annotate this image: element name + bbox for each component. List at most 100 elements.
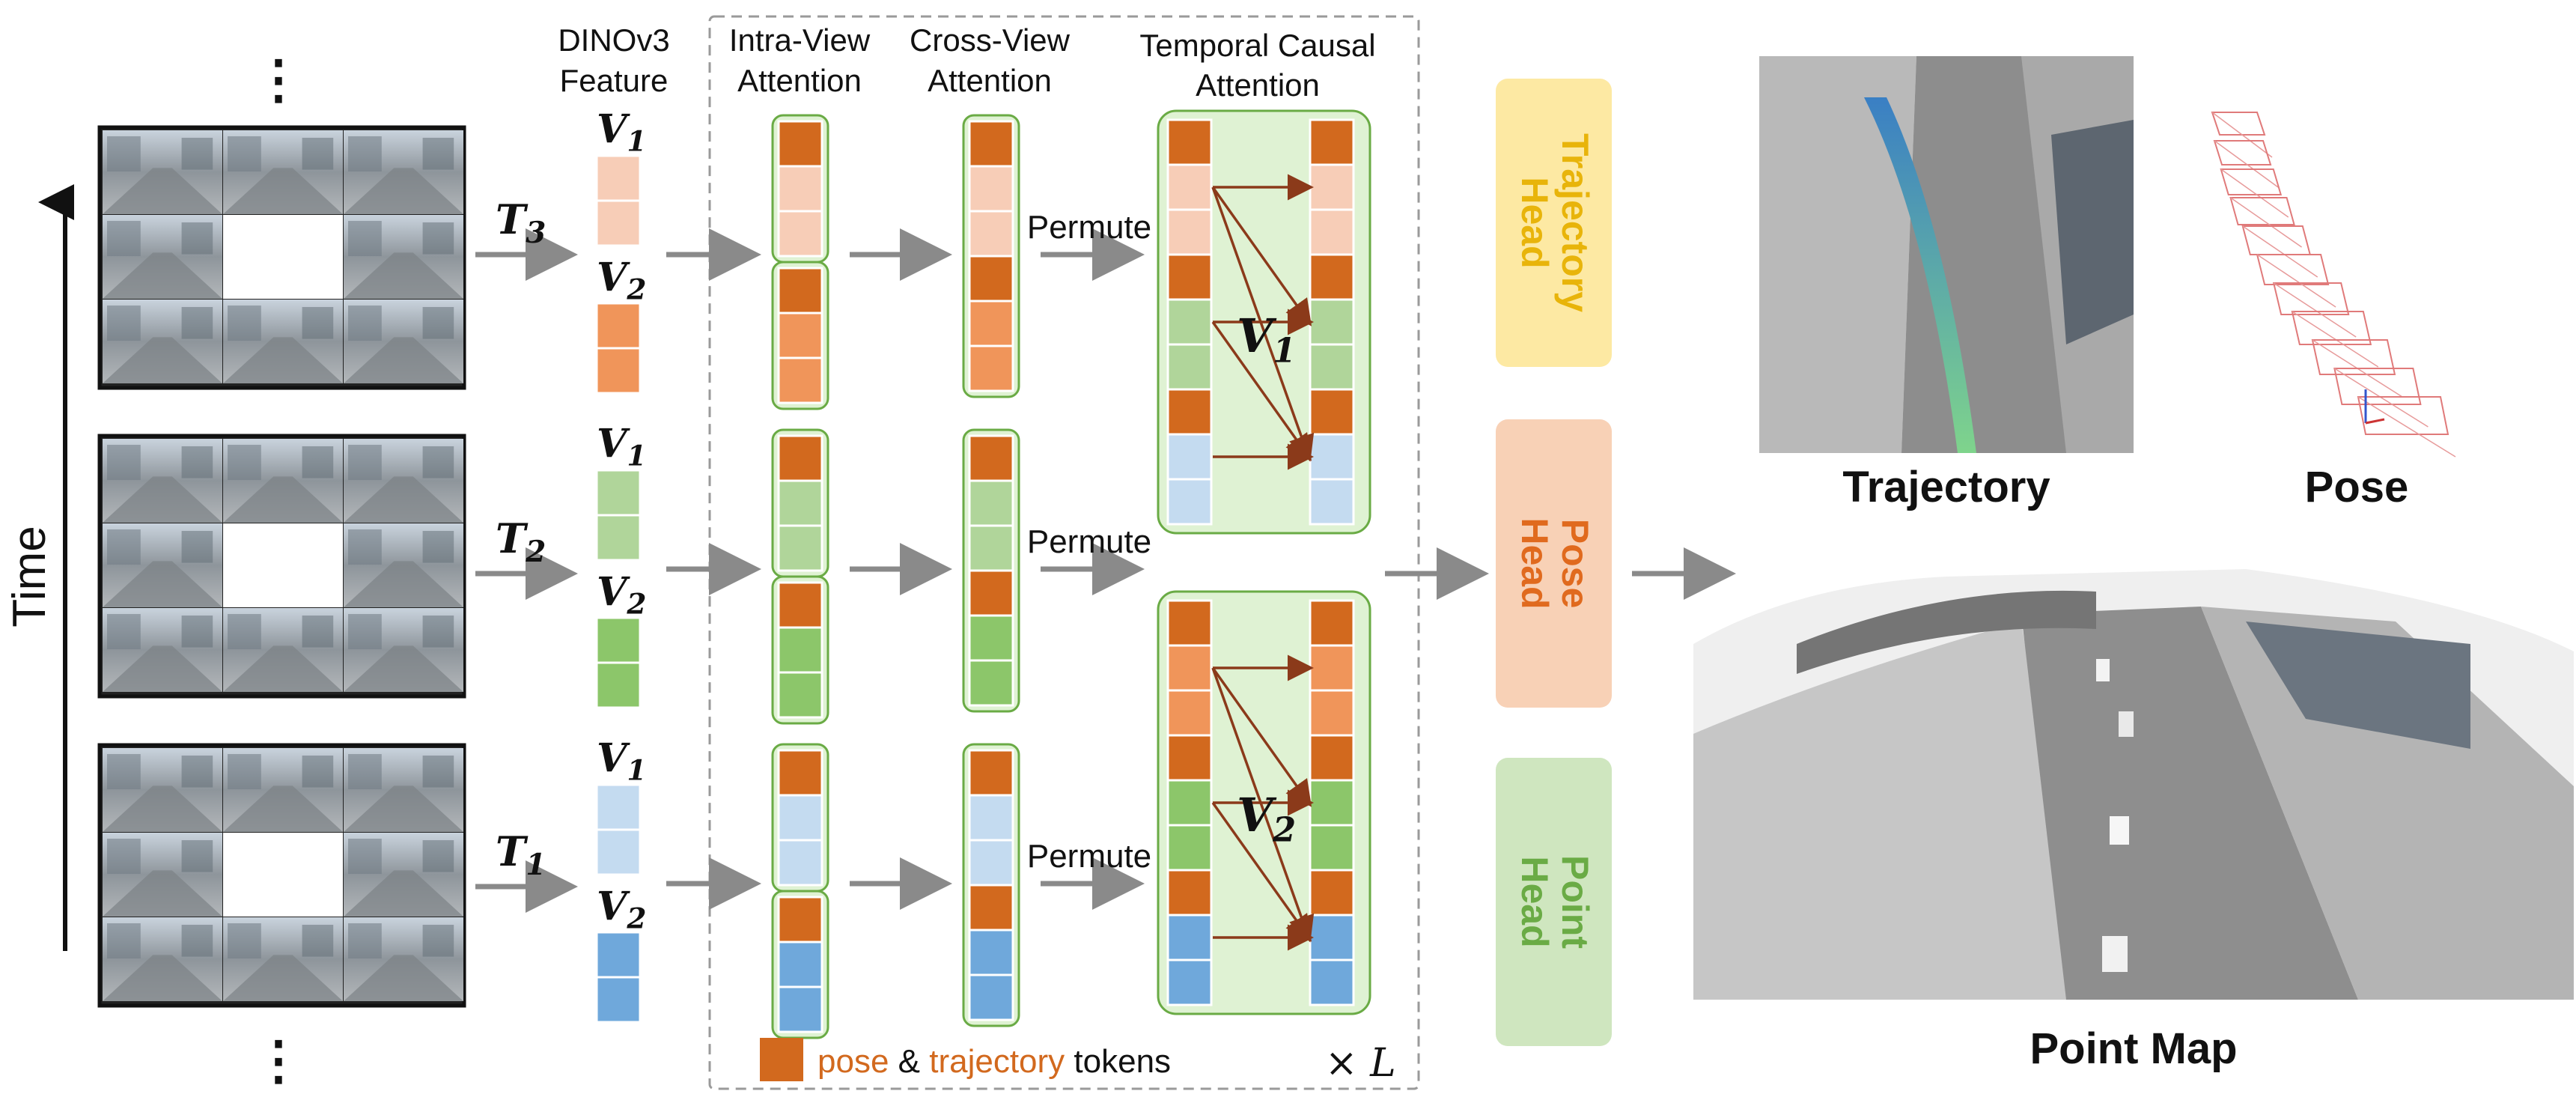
feature-token	[595, 199, 642, 247]
feature-token	[595, 347, 642, 395]
feature-token	[777, 626, 823, 674]
permute-label: Permute	[1027, 523, 1151, 560]
feature-token	[968, 659, 1014, 707]
causal-arrow	[1211, 320, 1312, 461]
feature-token	[595, 469, 642, 517]
feature-token	[777, 985, 823, 1033]
view-label-v1: V1	[597, 106, 646, 157]
cross-view-header: Cross-View Attention	[910, 22, 1071, 98]
legend-text: pose & trajectory tokens	[817, 1043, 1171, 1080]
pose-token	[1166, 253, 1213, 301]
temporal-header: Temporal Causal Attention	[1139, 28, 1375, 103]
pose-token	[777, 749, 823, 797]
causal-arrow	[1211, 186, 1312, 326]
feature-token	[1309, 208, 1355, 256]
point-map-output-label: Point Map	[2030, 1024, 2237, 1073]
pose-token	[1166, 599, 1213, 647]
svg-text:TrajectoryHead: TrajectoryHead	[1514, 133, 1596, 312]
pose-output-label: Pose	[2305, 463, 2409, 511]
feature-token	[595, 828, 642, 876]
legend-times-l: × L	[1325, 1041, 1396, 1086]
head-pose: PoseHead	[1496, 419, 1612, 708]
pose-token	[777, 581, 823, 629]
feature-token	[968, 839, 1014, 887]
view-label-v2: V2	[597, 569, 646, 620]
pose-token	[968, 749, 1014, 797]
pose-token	[968, 120, 1014, 168]
feature-token	[777, 839, 823, 887]
svg-text:Intra-View: Intra-View	[729, 22, 871, 58]
temporal-causal-block: V2	[1157, 590, 1371, 1015]
pose-token	[968, 434, 1014, 482]
feature-token	[777, 671, 823, 719]
pose-token	[777, 120, 823, 168]
masked-view	[223, 215, 343, 299]
legend-pose-token-swatch	[760, 1038, 803, 1081]
feature-token	[1166, 433, 1213, 481]
time-label: Time	[4, 526, 55, 627]
pose-token	[777, 267, 823, 315]
temporal-view-label-v1: V1	[1237, 309, 1296, 371]
feature-token	[595, 661, 642, 709]
cross-view-group	[962, 428, 1020, 713]
pose-frustums	[2211, 112, 2456, 458]
feature-token	[1166, 958, 1213, 1006]
pose-token	[1166, 388, 1213, 436]
feature-token	[968, 300, 1014, 347]
temporal-view-label-v2: V2	[1237, 788, 1296, 850]
trajectory-image	[1759, 56, 2134, 453]
intra-view-group	[771, 114, 829, 410]
svg-text:PointHead: PointHead	[1514, 855, 1596, 949]
causal-arrow	[1211, 801, 1312, 942]
feature-token	[1309, 644, 1355, 692]
svg-text:PoseHead: PoseHead	[1514, 517, 1596, 609]
feature-token	[1166, 914, 1213, 961]
feature-token	[1166, 824, 1213, 872]
temporal-causal-block: V1	[1157, 109, 1371, 535]
feature-token	[1166, 163, 1213, 211]
feature-token	[968, 929, 1014, 976]
feature-token	[1309, 824, 1355, 872]
intra-view-group	[771, 743, 829, 1039]
time-step-label: T1	[496, 827, 546, 882]
camera-frame-2	[97, 434, 466, 699]
camera-frame-1	[97, 743, 466, 1008]
svg-text:Attention: Attention	[737, 63, 862, 98]
feature-token	[968, 524, 1014, 572]
feature-token	[968, 165, 1014, 213]
feature-token	[595, 783, 642, 831]
pose-token	[1309, 253, 1355, 301]
svg-text:Feature: Feature	[560, 63, 669, 98]
permute-label: Permute	[1027, 838, 1151, 875]
feature-token	[777, 524, 823, 572]
feature-token	[595, 154, 642, 202]
feature-token	[1166, 298, 1213, 346]
permute-label: Permute	[1027, 209, 1151, 246]
feature-token	[968, 794, 1014, 842]
dino-header: DINOv3 Feature	[558, 22, 669, 98]
feature-token	[595, 514, 642, 562]
svg-text:Attention: Attention	[928, 63, 1052, 98]
pose-token	[777, 896, 823, 944]
svg-text:Cross-View: Cross-View	[910, 22, 1071, 58]
feature-token	[968, 614, 1014, 662]
pose-token	[1309, 118, 1355, 166]
feature-token	[1166, 478, 1213, 526]
feature-token	[777, 794, 823, 842]
pose-token	[1166, 118, 1213, 166]
head-trajectory: TrajectoryHead	[1496, 79, 1612, 367]
time-step-label: T3	[496, 195, 546, 250]
feature-token	[1309, 914, 1355, 961]
feature-token	[777, 479, 823, 527]
feature-token	[595, 616, 642, 664]
pose-token	[968, 255, 1014, 303]
cross-view-group	[962, 743, 1020, 1027]
time-step-label: T2	[496, 514, 546, 569]
feature-token	[777, 941, 823, 988]
feature-token	[595, 302, 642, 350]
feature-token	[1166, 644, 1213, 692]
feature-token	[1309, 433, 1355, 481]
